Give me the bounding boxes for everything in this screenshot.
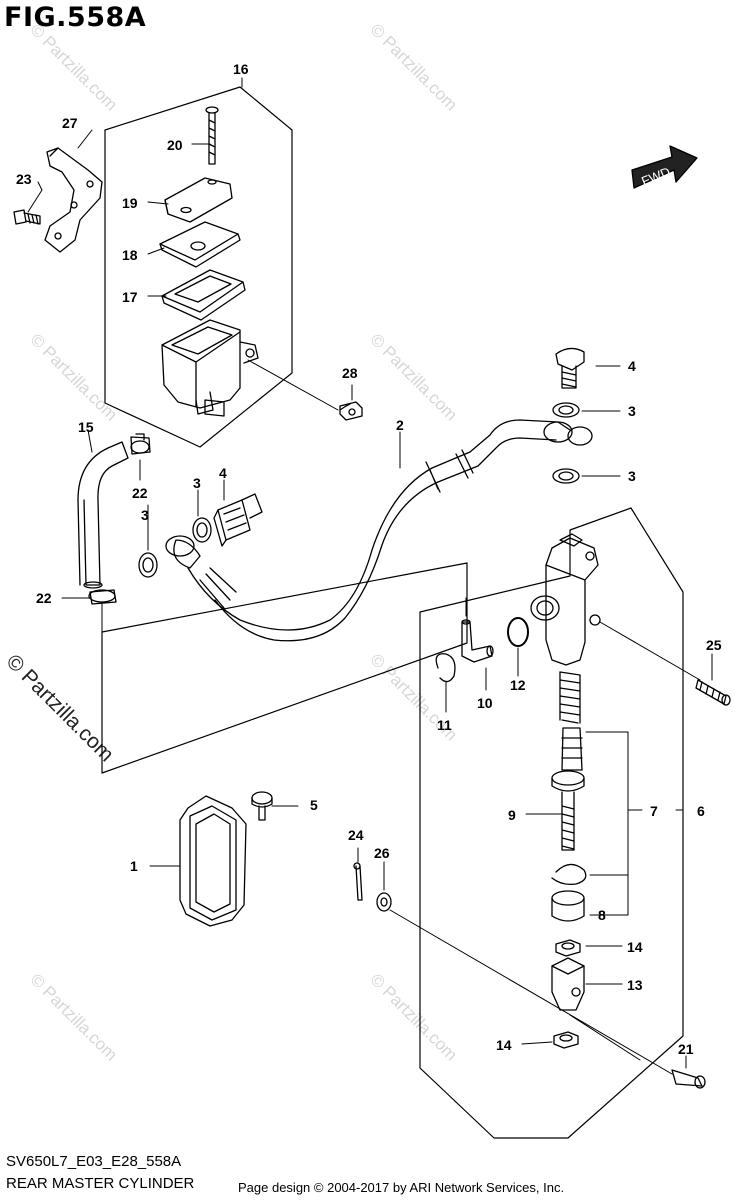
part-number: 9 <box>508 807 516 823</box>
part-number: 22 <box>36 590 52 606</box>
master-cylinder-body <box>530 533 601 666</box>
part-number: 23 <box>16 171 32 187</box>
part-number: 25 <box>706 637 722 653</box>
part-number: 1 <box>130 858 138 874</box>
part-number: 26 <box>374 845 390 861</box>
model-code: SV650L7_E03_E28_558A <box>6 1153 182 1170</box>
part-number: 19 <box>122 195 138 211</box>
part-number: 27 <box>62 115 78 131</box>
union-bolt-right <box>555 347 585 389</box>
hose-clip-upper <box>130 433 151 455</box>
page-credit: Page design © 2004-2017 by ARI Network S… <box>238 1180 565 1195</box>
part-number: 10 <box>477 695 493 711</box>
piston <box>561 727 583 771</box>
part-number: 15 <box>78 419 94 435</box>
reservoir-bracket <box>44 147 103 253</box>
hose-clip-lower <box>88 589 117 605</box>
part-number: 13 <box>627 977 643 993</box>
bracket-bolt <box>13 209 41 225</box>
part-number: 24 <box>348 827 364 843</box>
elbow-circlip <box>435 653 456 683</box>
cover-screw <box>251 791 273 821</box>
part-number: 8 <box>598 907 606 923</box>
part-number: 3 <box>141 507 149 523</box>
part-number: 5 <box>310 797 318 813</box>
reservoir-cap <box>164 177 233 223</box>
part-number: 16 <box>233 61 249 77</box>
part-number-labels: 16 27 23 20 19 18 17 28 15 22 3 3 4 2 4 … <box>16 61 722 1057</box>
part-number: 2 <box>396 417 404 433</box>
push-rod-circlip <box>551 863 587 886</box>
reservoir-cap-screw <box>205 106 219 165</box>
sealing-washer-left-outer <box>138 552 158 578</box>
master-cylinder-outline <box>419 507 684 1139</box>
part-number: 18 <box>122 247 138 263</box>
part-number: 3 <box>628 468 636 484</box>
diaphragm-plate <box>159 221 241 268</box>
elbow-fitting <box>461 619 494 663</box>
reservoir-hose <box>77 441 129 589</box>
part-number: 3 <box>628 403 636 419</box>
part-number: 12 <box>510 677 526 693</box>
joint-nut-upper <box>555 939 581 957</box>
clevis-pin <box>671 1069 706 1089</box>
part-number: 21 <box>678 1041 694 1057</box>
reservoir-cover <box>179 795 247 927</box>
part-number: 7 <box>650 803 658 819</box>
union-bolt-left <box>213 493 263 547</box>
reservoir-body <box>161 319 259 417</box>
part-number: 3 <box>193 475 201 491</box>
cotter-pin <box>353 862 363 901</box>
part-number: 20 <box>167 137 183 153</box>
figure-title: FIG.558A <box>4 2 147 33</box>
joint-nut-lower <box>553 1031 579 1049</box>
section-name: REAR MASTER CYLINDER <box>6 1175 195 1192</box>
part-number: 28 <box>342 365 358 381</box>
clevis-joint <box>551 957 585 1011</box>
hose-connection-outline <box>101 562 468 774</box>
part-number: 14 <box>496 1037 512 1053</box>
fwd-arrow-icon <box>631 145 698 189</box>
reservoir-diaphragm <box>161 269 246 321</box>
pin-washer <box>376 892 392 912</box>
part-number: 22 <box>132 485 148 501</box>
part-number: 17 <box>122 289 138 305</box>
leader-lines <box>27 77 713 1075</box>
sealing-washer-left-inner <box>192 517 212 543</box>
piston-spring <box>559 671 581 724</box>
part-number: 6 <box>697 803 705 819</box>
part-number: 4 <box>219 465 227 481</box>
cylinder-mount-bolt <box>695 679 731 706</box>
reservoir-mount-bolt <box>339 401 363 421</box>
push-rod <box>551 770 585 851</box>
part-number: 11 <box>437 717 452 733</box>
push-rod-boot <box>551 890 585 922</box>
part-number: 14 <box>627 939 643 955</box>
reservoir-assembly-outline <box>104 86 293 448</box>
sealing-washer-right-lower <box>552 468 580 484</box>
sealing-washer-right-upper <box>552 402 580 418</box>
elbow-o-ring <box>507 617 529 647</box>
brake-hose <box>165 419 593 642</box>
part-number: 4 <box>628 358 636 374</box>
